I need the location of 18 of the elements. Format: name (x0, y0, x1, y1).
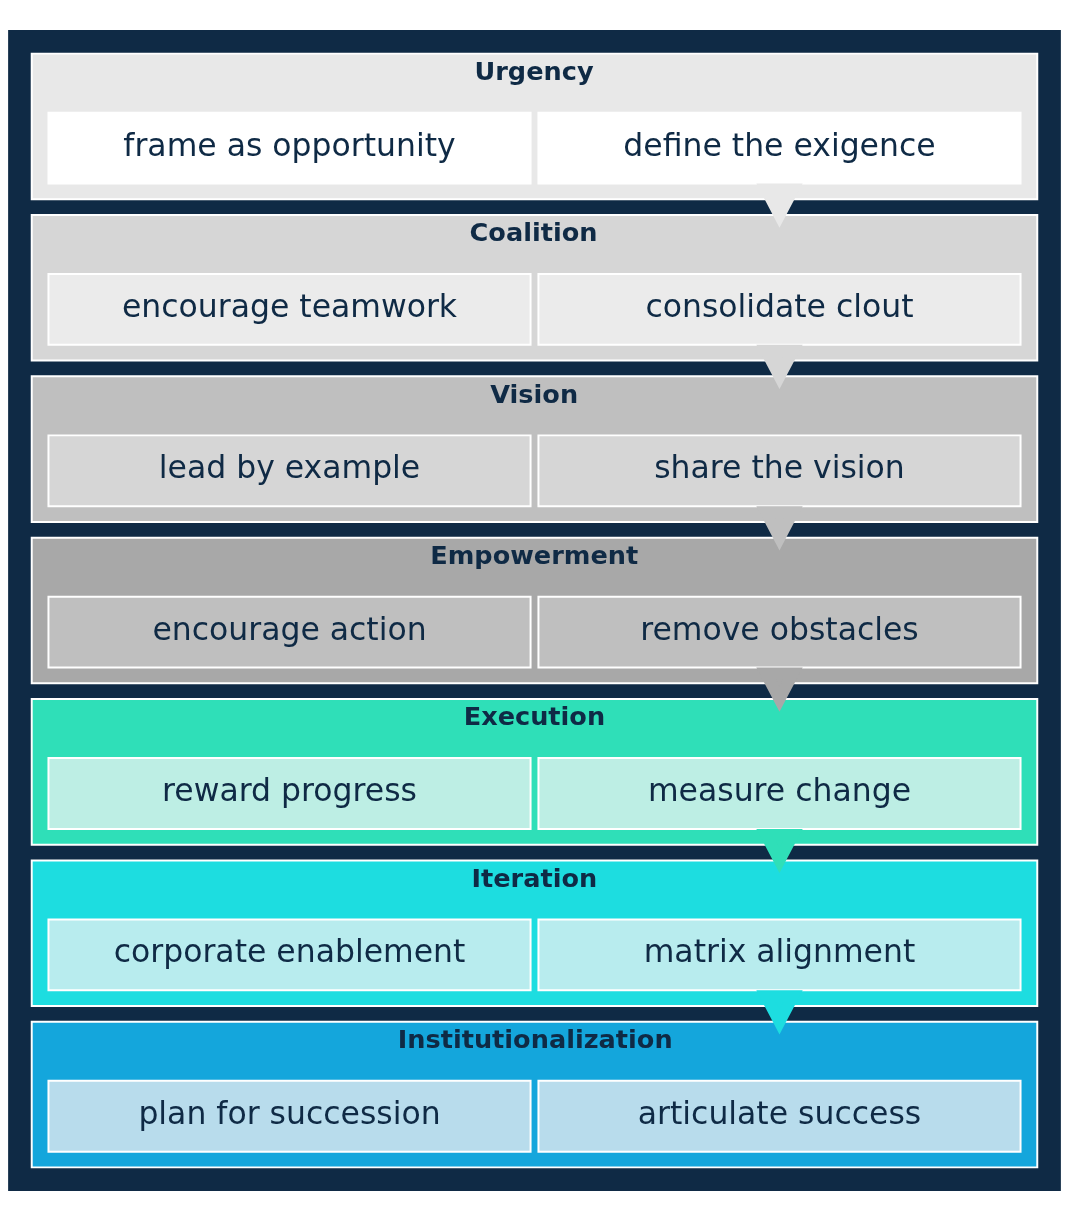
arrow (756, 183, 803, 228)
node-box: encourage teamwork (47, 272, 532, 346)
node-box: lead by example (47, 433, 532, 507)
node-box: matrix alignment (537, 917, 1022, 991)
node-box: reward progress (47, 756, 532, 830)
node-box: share the vision (537, 433, 1022, 507)
node-box: remove obstacles (537, 595, 1022, 669)
node-box: plan for succession (47, 1079, 532, 1153)
node-box: consolidate clout (537, 272, 1022, 346)
arrow (756, 505, 803, 550)
node-box: measure change (537, 756, 1022, 830)
arrow (756, 667, 803, 712)
arrow (756, 344, 803, 389)
arrow (756, 989, 803, 1034)
node-box: articulate success (537, 1079, 1022, 1153)
node-box: encourage action (47, 595, 532, 669)
arrow (756, 828, 803, 873)
node-box: corporate enablement (47, 917, 532, 991)
